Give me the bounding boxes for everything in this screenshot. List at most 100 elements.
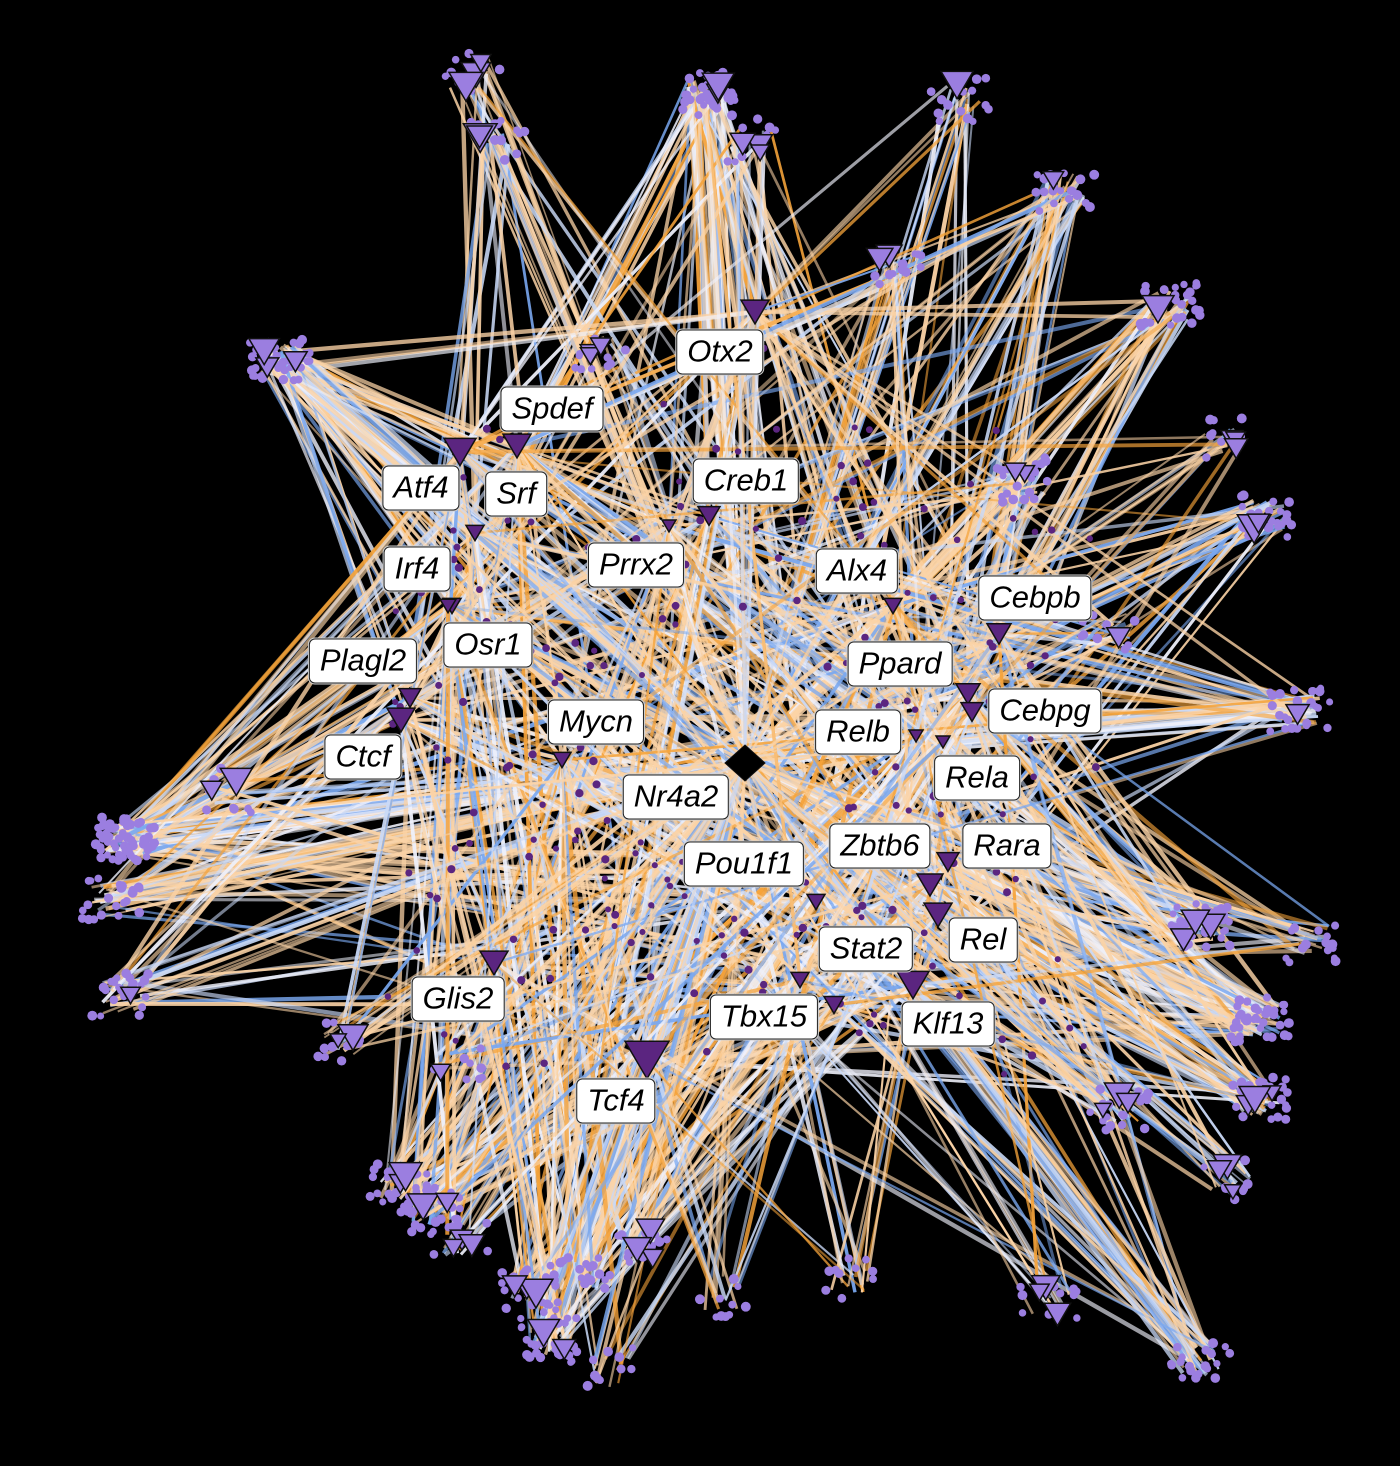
label-rela[interactable]: Rela	[934, 755, 1020, 801]
target-triangle[interactable]	[469, 53, 493, 74]
label-stat2[interactable]: Stat2	[818, 926, 914, 972]
regulator-node[interactable]	[660, 519, 678, 534]
regulator-node[interactable]	[959, 701, 985, 723]
regulator-node[interactable]	[397, 687, 423, 709]
target-triangle[interactable]	[1028, 1283, 1051, 1303]
label-ctcf[interactable]: Ctcf	[324, 734, 402, 780]
label-pou1f1[interactable]: Pou1f1	[683, 841, 805, 887]
label-cebpg[interactable]: Cebpg	[988, 688, 1102, 734]
target-triangle[interactable]	[749, 144, 771, 163]
label-spdef[interactable]: Spdef	[500, 386, 604, 432]
target-triangle[interactable]	[1246, 513, 1271, 535]
target-triangle[interactable]	[551, 1338, 578, 1361]
target-triangle[interactable]	[1093, 1102, 1113, 1119]
target-triangle[interactable]	[429, 1063, 452, 1083]
regulator-node[interactable]	[696, 505, 722, 527]
target-triangle[interactable]	[247, 337, 281, 367]
target-triangle[interactable]	[1237, 1085, 1272, 1115]
label-otx2[interactable]: Otx2	[676, 329, 764, 375]
target-triangle[interactable]	[1284, 703, 1311, 726]
target-triangle[interactable]	[1206, 1159, 1233, 1183]
regulator-node[interactable]	[805, 893, 827, 912]
target-triangle[interactable]	[457, 1234, 486, 1258]
label-klf13[interactable]: Klf13	[901, 1001, 995, 1047]
hub-node-diamond[interactable]	[724, 744, 766, 782]
label-mycn[interactable]: Mycn	[547, 699, 645, 745]
target-triangle[interactable]	[1042, 1302, 1073, 1328]
target-triangle[interactable]	[1115, 1092, 1141, 1115]
regulator-node[interactable]	[954, 683, 982, 706]
target-triangle[interactable]	[939, 70, 975, 101]
regulator-node[interactable]	[385, 707, 417, 734]
label-plagl2[interactable]: Plagl2	[308, 638, 418, 684]
target-triangle[interactable]	[1169, 928, 1198, 953]
label-cebpb[interactable]: Cebpb	[978, 575, 1092, 621]
label-prrx2[interactable]: Prrx2	[587, 542, 685, 588]
target-triangle[interactable]	[336, 1023, 370, 1052]
regulator-node[interactable]	[478, 950, 510, 977]
target-triangle[interactable]	[119, 986, 142, 1006]
regulator-node[interactable]	[882, 597, 904, 616]
label-zbtb6[interactable]: Zbtb6	[829, 823, 931, 869]
target-triangle[interactable]	[387, 1161, 424, 1193]
regulator-node[interactable]	[895, 970, 931, 1001]
target-triangle[interactable]	[447, 71, 485, 103]
regulator-node[interactable]	[551, 751, 573, 770]
target-triangle[interactable]	[1223, 1184, 1243, 1201]
regulator-node[interactable]	[915, 873, 945, 898]
label-ppard[interactable]: Ppard	[847, 641, 953, 687]
target-triangle[interactable]	[589, 337, 613, 357]
target-triangle[interactable]	[1041, 170, 1065, 191]
regulator-node[interactable]	[922, 902, 954, 929]
target-triangle[interactable]	[579, 347, 602, 367]
regulator-node[interactable]	[739, 299, 771, 326]
regulator-node[interactable]	[442, 437, 478, 468]
target-triangle[interactable]	[700, 72, 736, 102]
label-irf4[interactable]: Irf4	[383, 546, 451, 592]
target-triangle[interactable]	[634, 1218, 666, 1245]
target-triangle[interactable]	[199, 780, 225, 802]
target-dot	[459, 1053, 469, 1064]
target-triangle[interactable]	[621, 1236, 653, 1264]
target-triangle[interactable]	[1223, 437, 1250, 460]
regulator-node[interactable]	[789, 971, 811, 990]
target-triangle[interactable]	[434, 1192, 460, 1214]
label-glis2[interactable]: Glis2	[411, 976, 505, 1022]
target-triangle[interactable]	[406, 1193, 440, 1222]
target-triangle[interactable]	[465, 125, 494, 150]
regulator-node[interactable]	[934, 735, 952, 750]
regulator-node[interactable]	[985, 623, 1013, 646]
label-tcf4[interactable]: Tcf4	[576, 1078, 656, 1124]
label-srf[interactable]: Srf	[485, 471, 547, 517]
target-triangle[interactable]	[1179, 909, 1211, 936]
regulator-node[interactable]	[501, 433, 533, 460]
target-triangle[interactable]	[728, 132, 757, 157]
target-triangle[interactable]	[219, 767, 254, 798]
target-triangle[interactable]	[282, 351, 309, 374]
label-relb[interactable]: Relb	[815, 709, 901, 755]
regulator-node[interactable]	[907, 729, 925, 744]
target-triangle[interactable]	[526, 1318, 561, 1349]
regulator-node[interactable]	[464, 524, 486, 543]
target-triangle[interactable]	[517, 1278, 555, 1310]
label-atf4[interactable]: Atf4	[382, 465, 460, 511]
label-tbx15[interactable]: Tbx15	[709, 994, 819, 1040]
target-triangle[interactable]	[1105, 626, 1132, 650]
target-triangle[interactable]	[640, 1248, 665, 1270]
label-rel[interactable]: Rel	[948, 917, 1018, 963]
regulator-node[interactable]	[623, 1040, 671, 1081]
target-triangle[interactable]	[1003, 462, 1028, 483]
label-creb1[interactable]: Creb1	[692, 458, 800, 504]
label-osr1[interactable]: Osr1	[443, 622, 533, 668]
target-triangle[interactable]	[1140, 294, 1176, 325]
target-triangle[interactable]	[328, 1033, 348, 1050]
regulator-node[interactable]	[935, 851, 961, 873]
label-rara[interactable]: Rara	[962, 823, 1052, 869]
regulator-node[interactable]	[822, 995, 846, 1015]
target-triangle[interactable]	[441, 1238, 465, 1259]
regulator-node[interactable]	[438, 598, 458, 615]
label-alx4[interactable]: Alx4	[815, 548, 899, 594]
target-triangle[interactable]	[865, 247, 895, 273]
target-triangle[interactable]	[501, 1275, 529, 1299]
label-nr4a2[interactable]: Nr4a2	[622, 774, 730, 820]
